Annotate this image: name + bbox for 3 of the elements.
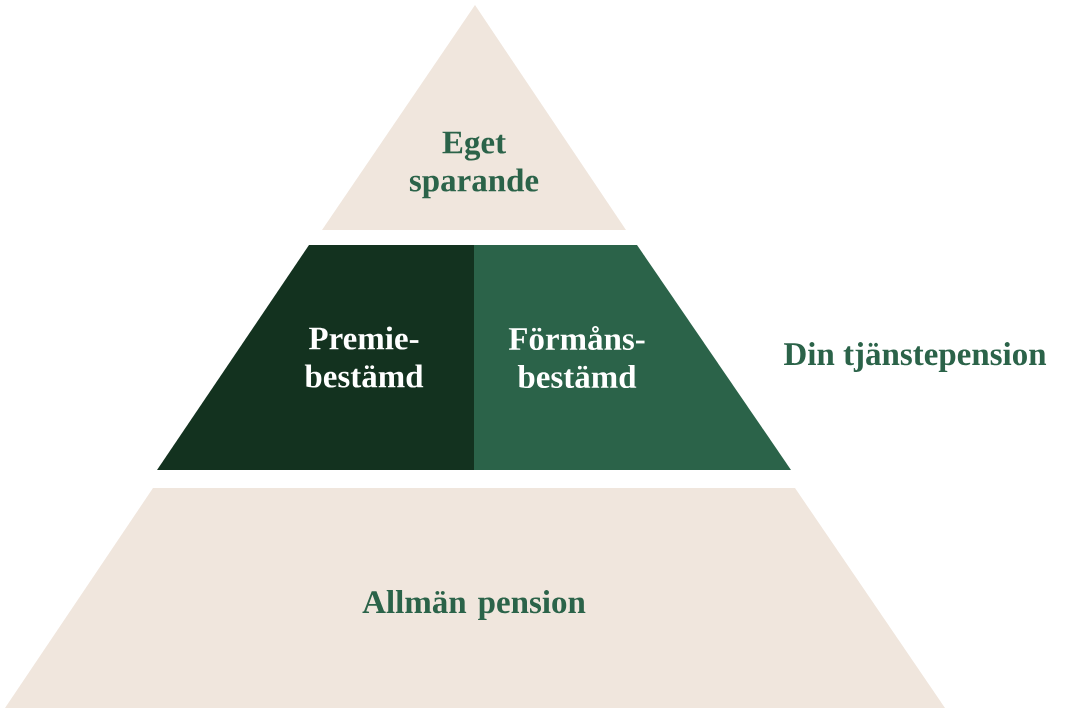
pyramid-middle-segment: Premie- bestämd <box>157 245 474 470</box>
pyramid-top-triangle: Eget sparande <box>322 5 626 230</box>
pyramid-base-segment: Allmän pension <box>5 488 945 708</box>
